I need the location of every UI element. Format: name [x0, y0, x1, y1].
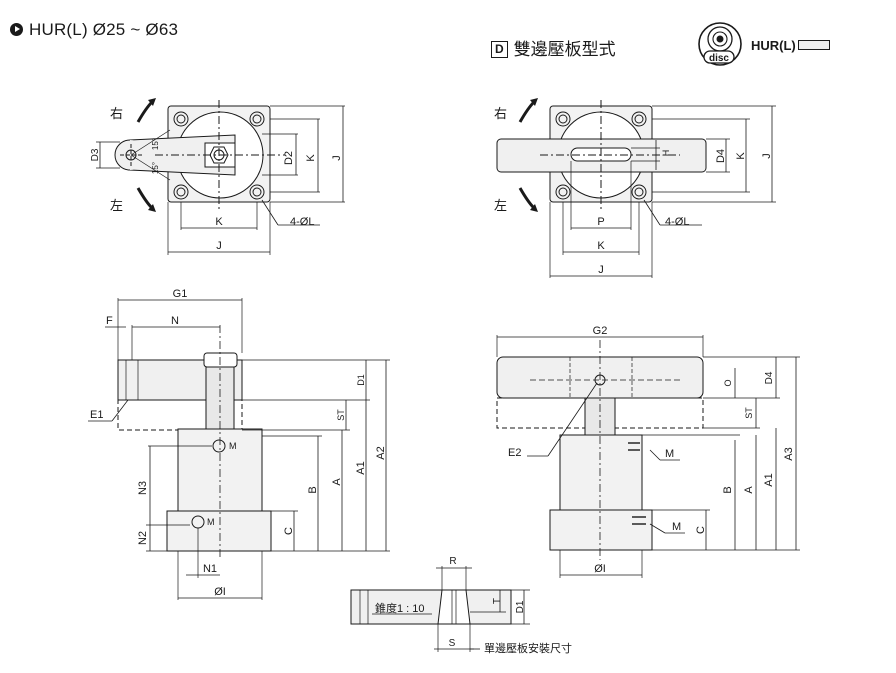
- label-G2: G2: [593, 325, 608, 337]
- label-C-1: C: [283, 527, 295, 535]
- label-N1: N1: [203, 563, 217, 575]
- label-D1-2: D1: [515, 600, 526, 613]
- label-R: R: [449, 556, 456, 567]
- label-D3: D3: [90, 148, 101, 161]
- logo-model-box: [797, 40, 830, 50]
- label-E2: E2: [508, 447, 521, 459]
- type-label: D 雙邊壓板型式: [491, 35, 616, 60]
- label-phiI-2: ØI: [594, 563, 606, 575]
- label-J-1: J: [216, 240, 222, 252]
- label-M-1: M: [229, 441, 237, 451]
- logo-model: HUR(L): [751, 38, 830, 53]
- label-N2: N2: [137, 531, 149, 545]
- label-M-3: M: [665, 448, 674, 460]
- label-K-1v: K: [305, 154, 317, 162]
- label-B-2: B: [722, 486, 734, 493]
- label-hole-1: 4-ØL: [290, 216, 314, 228]
- label-hole-2: 4-ØL: [665, 216, 689, 228]
- logo-model-text: HUR(L): [751, 38, 796, 53]
- label-taper: 錐度1 : 10: [375, 601, 425, 615]
- label-A3: A3: [783, 447, 795, 460]
- label-N: N: [171, 315, 179, 327]
- label-D4-top: D4: [715, 149, 727, 163]
- label-A-1: A: [331, 478, 343, 486]
- label-H: H: [661, 150, 671, 157]
- label-J-2v: J: [761, 153, 773, 159]
- label-left-1: 左: [110, 198, 123, 213]
- label-C-2: C: [695, 526, 707, 534]
- label-T: T: [492, 598, 503, 604]
- label-D2: D2: [283, 151, 295, 165]
- label-E1: E1: [90, 409, 103, 421]
- label-P: P: [597, 216, 604, 228]
- top-right-view: 右 左 P K J 4-ØL H D4 K J: [494, 98, 776, 278]
- page-title: HUR(L) Ø25 ~ Ø63: [10, 20, 178, 40]
- label-A1-1: A1: [355, 461, 367, 474]
- top-left-view: 右 左 K J 4-ØL K J D2 D3 15° 15°: [90, 98, 345, 255]
- label-N3: N3: [137, 481, 149, 495]
- label-G1: G1: [173, 288, 188, 300]
- title-text: HUR(L) Ø25 ~ Ø63: [29, 20, 179, 39]
- label-A1-2: A1: [763, 473, 775, 486]
- label-O: O: [723, 379, 733, 386]
- label-J-2: J: [598, 264, 604, 276]
- logo-word: disc: [709, 53, 729, 64]
- type-text: 雙邊壓板型式: [513, 40, 616, 59]
- label-J-1v: J: [331, 155, 343, 161]
- label-K-2: K: [597, 240, 605, 252]
- bottom-left-view: G1 N F E1 M M N3 N2 N1 ØI C B A A1 A2 D1…: [88, 288, 390, 600]
- play-bullet-icon: [10, 23, 23, 36]
- label-D1-1: D1: [356, 374, 366, 386]
- label-F: F: [106, 315, 113, 327]
- disc-logo: disc: [698, 22, 742, 66]
- label-A2: A2: [375, 446, 387, 459]
- label-A-2: A: [743, 486, 755, 494]
- label-K-1: K: [215, 216, 223, 228]
- label-D4-side: D4: [764, 371, 775, 384]
- label-left-2: 左: [494, 198, 507, 213]
- label-deg15-a: 15°: [151, 138, 160, 150]
- label-right-2: 右: [494, 106, 507, 121]
- label-single-clamp: 單邊壓板安裝尺寸: [484, 641, 572, 655]
- label-deg15-b: 15°: [151, 162, 160, 174]
- type-box: D: [491, 41, 508, 58]
- label-K-2v: K: [735, 152, 747, 160]
- label-S: S: [449, 638, 456, 649]
- label-ST-2: ST: [744, 407, 754, 419]
- bottom-right-view: G2 E2 M M ØI O D4 ST C B A A1 A3: [496, 325, 800, 578]
- label-M-2: M: [207, 517, 215, 527]
- label-M-4: M: [672, 521, 681, 533]
- label-ST-1: ST: [336, 409, 346, 421]
- label-right-1: 右: [110, 106, 123, 121]
- label-phiI-1: ØI: [214, 586, 226, 598]
- label-B-1: B: [307, 486, 319, 493]
- single-clamp-view: R S 錐度1 : 10 單邊壓板安裝尺寸 T D1: [350, 556, 572, 655]
